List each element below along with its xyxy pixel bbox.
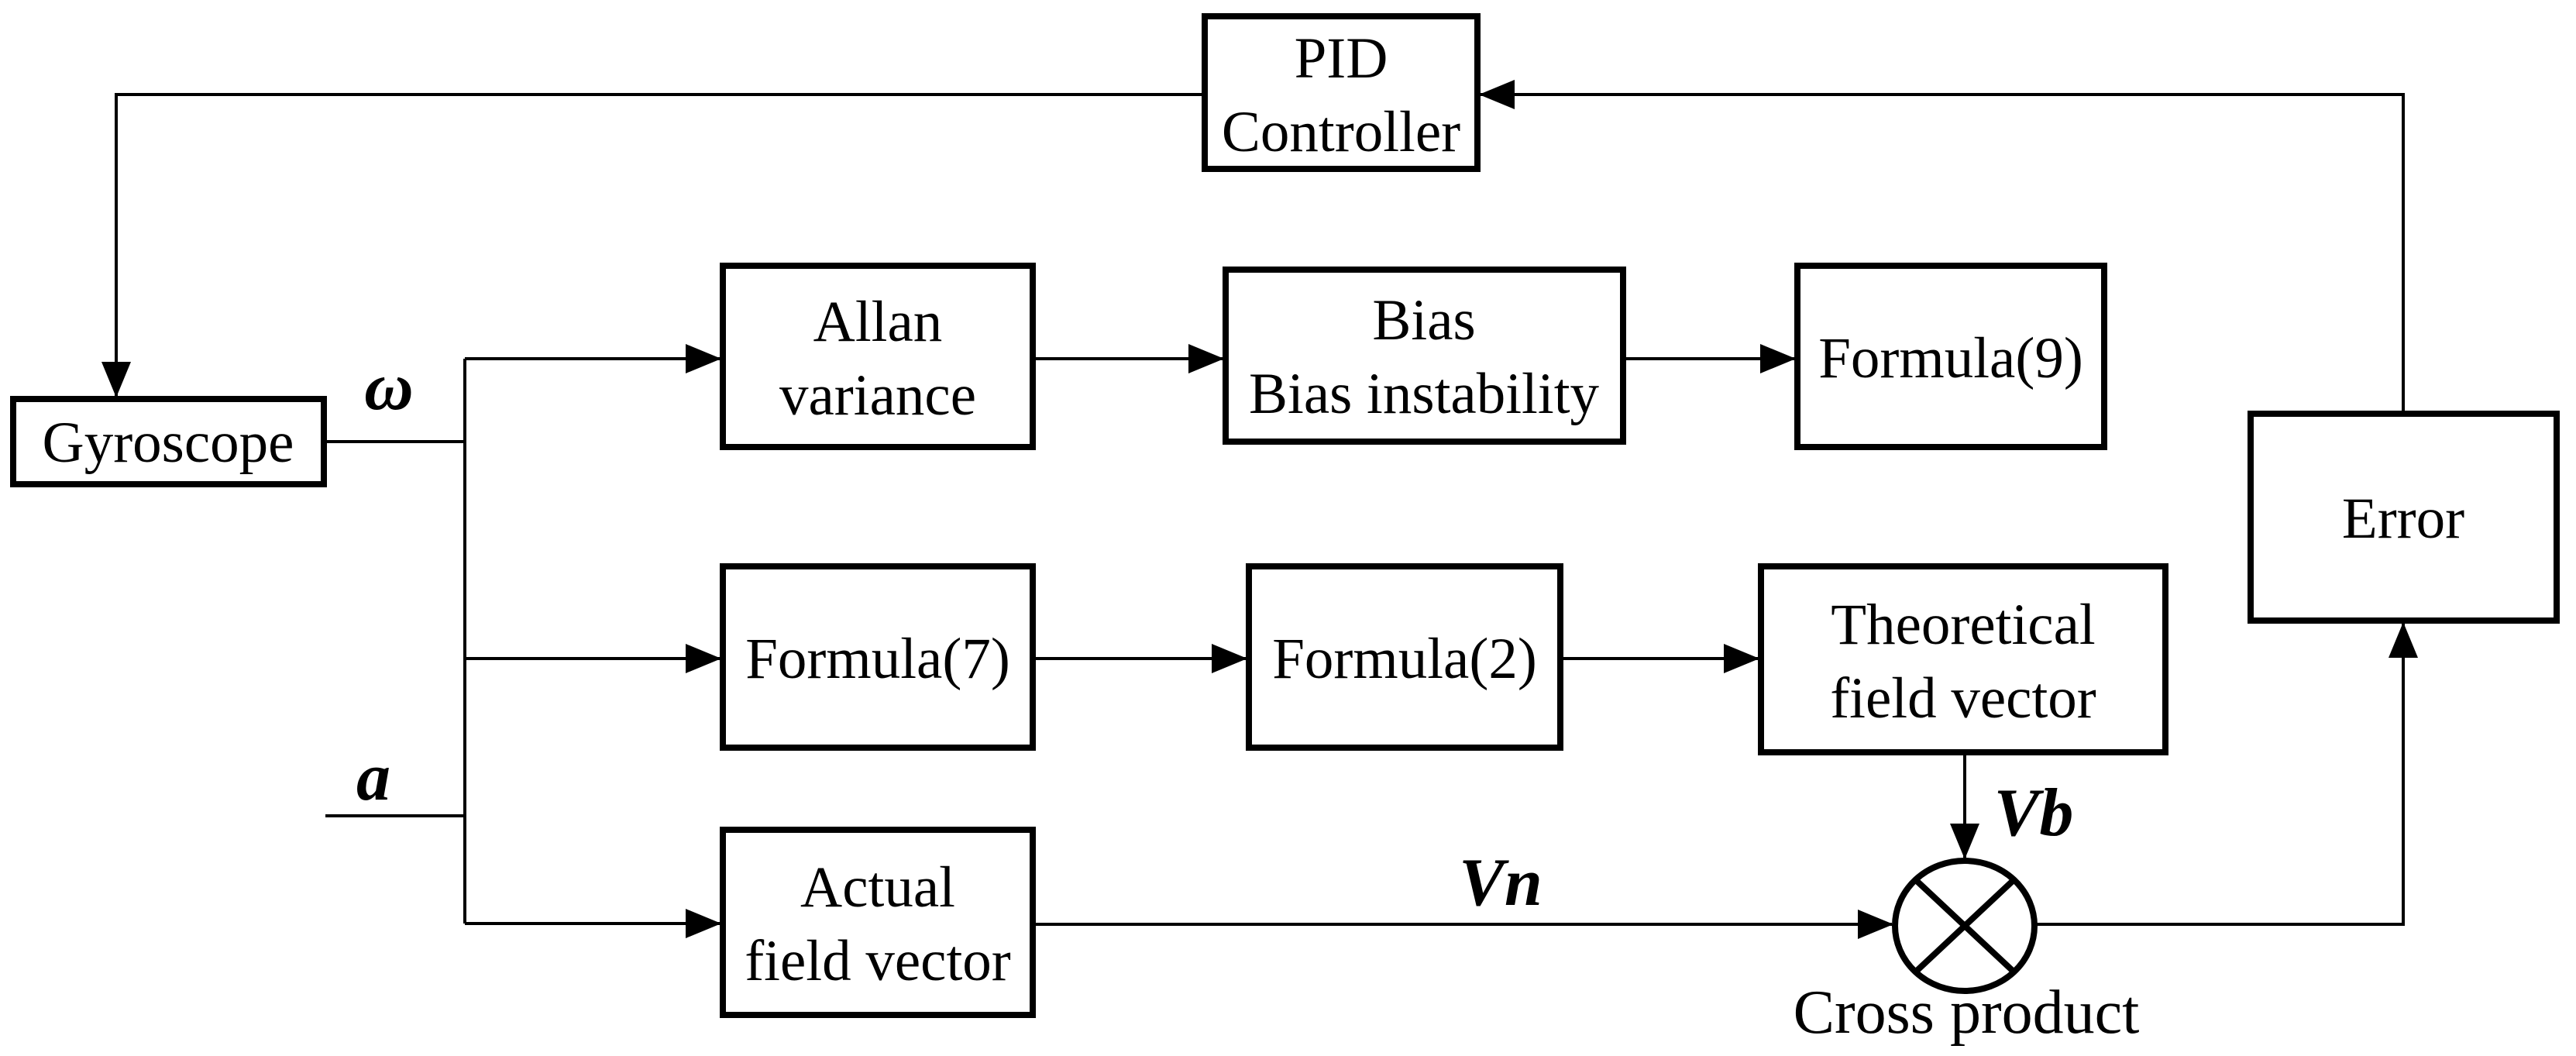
error-box bbox=[2248, 411, 2560, 624]
bias-instability-label-line2: Bias instability bbox=[1249, 362, 1600, 426]
formula9-label: Formula(9) bbox=[1818, 326, 2083, 390]
connector-pid-to-gyroscope bbox=[101, 93, 1205, 397]
formula7-box bbox=[720, 563, 1036, 751]
gyroscope-label: Gyroscope bbox=[43, 411, 294, 475]
cross-product-operator: Cross product bbox=[1794, 858, 2140, 1047]
label-vn: Vn bbox=[1459, 845, 1543, 920]
node-formula9: Formula(9) bbox=[1794, 263, 2107, 450]
theoretical-field-vector-label-line2: field vector bbox=[1830, 666, 2096, 731]
cross-product-label: Cross product bbox=[1794, 979, 2140, 1047]
cross-product-x-stroke2 bbox=[1914, 878, 2016, 974]
error-label: Error bbox=[2342, 487, 2464, 551]
formula2-label: Formula(2) bbox=[1272, 627, 1537, 691]
label-vb: Vb bbox=[1994, 776, 2074, 851]
pid-controller-label-line1: PID bbox=[1295, 26, 1388, 91]
node-formula7: Formula(7) bbox=[720, 563, 1036, 751]
formula7-label: Formula(7) bbox=[745, 627, 1010, 691]
connector-cross-to-error bbox=[2034, 622, 2418, 926]
connector-error-to-pid bbox=[1479, 80, 2405, 414]
gyroscope-box bbox=[10, 396, 327, 487]
actual-field-vector-label-line2: field vector bbox=[745, 929, 1011, 993]
allan-variance-label-line1: Allan bbox=[813, 290, 943, 354]
node-pid-controller: PID Controller bbox=[1202, 13, 1481, 172]
formula9-box bbox=[1794, 263, 2107, 450]
label-omega: ω bbox=[364, 349, 414, 425]
actual-field-vector-label-line1: Actual bbox=[800, 855, 955, 920]
bias-instability-box bbox=[1223, 267, 1626, 445]
theoretical-field-vector-box bbox=[1758, 563, 2168, 755]
label-a: a bbox=[356, 740, 390, 815]
connectors bbox=[101, 80, 2418, 939]
formula2-box bbox=[1246, 563, 1563, 751]
node-allan-variance: Allan variance bbox=[720, 263, 1036, 450]
node-bias-instability: Bias Bias instability bbox=[1223, 267, 1626, 445]
actual-field-vector-box bbox=[720, 827, 1036, 1018]
node-error: Error bbox=[2248, 411, 2560, 624]
allan-variance-label-line2: variance bbox=[779, 363, 976, 428]
node-gyroscope: Gyroscope bbox=[10, 396, 327, 487]
bias-instability-label-line1: Bias bbox=[1372, 288, 1475, 353]
node-theoretical-field-vector: Theoretical field vector bbox=[1758, 563, 2168, 755]
pid-controller-box bbox=[1202, 13, 1481, 172]
pid-controller-label-line2: Controller bbox=[1222, 100, 1460, 164]
node-formula2: Formula(2) bbox=[1246, 563, 1563, 751]
node-actual-field-vector: Actual field vector bbox=[720, 827, 1036, 1018]
allan-variance-box bbox=[720, 263, 1036, 450]
theoretical-field-vector-label-line1: Theoretical bbox=[1831, 593, 2095, 657]
